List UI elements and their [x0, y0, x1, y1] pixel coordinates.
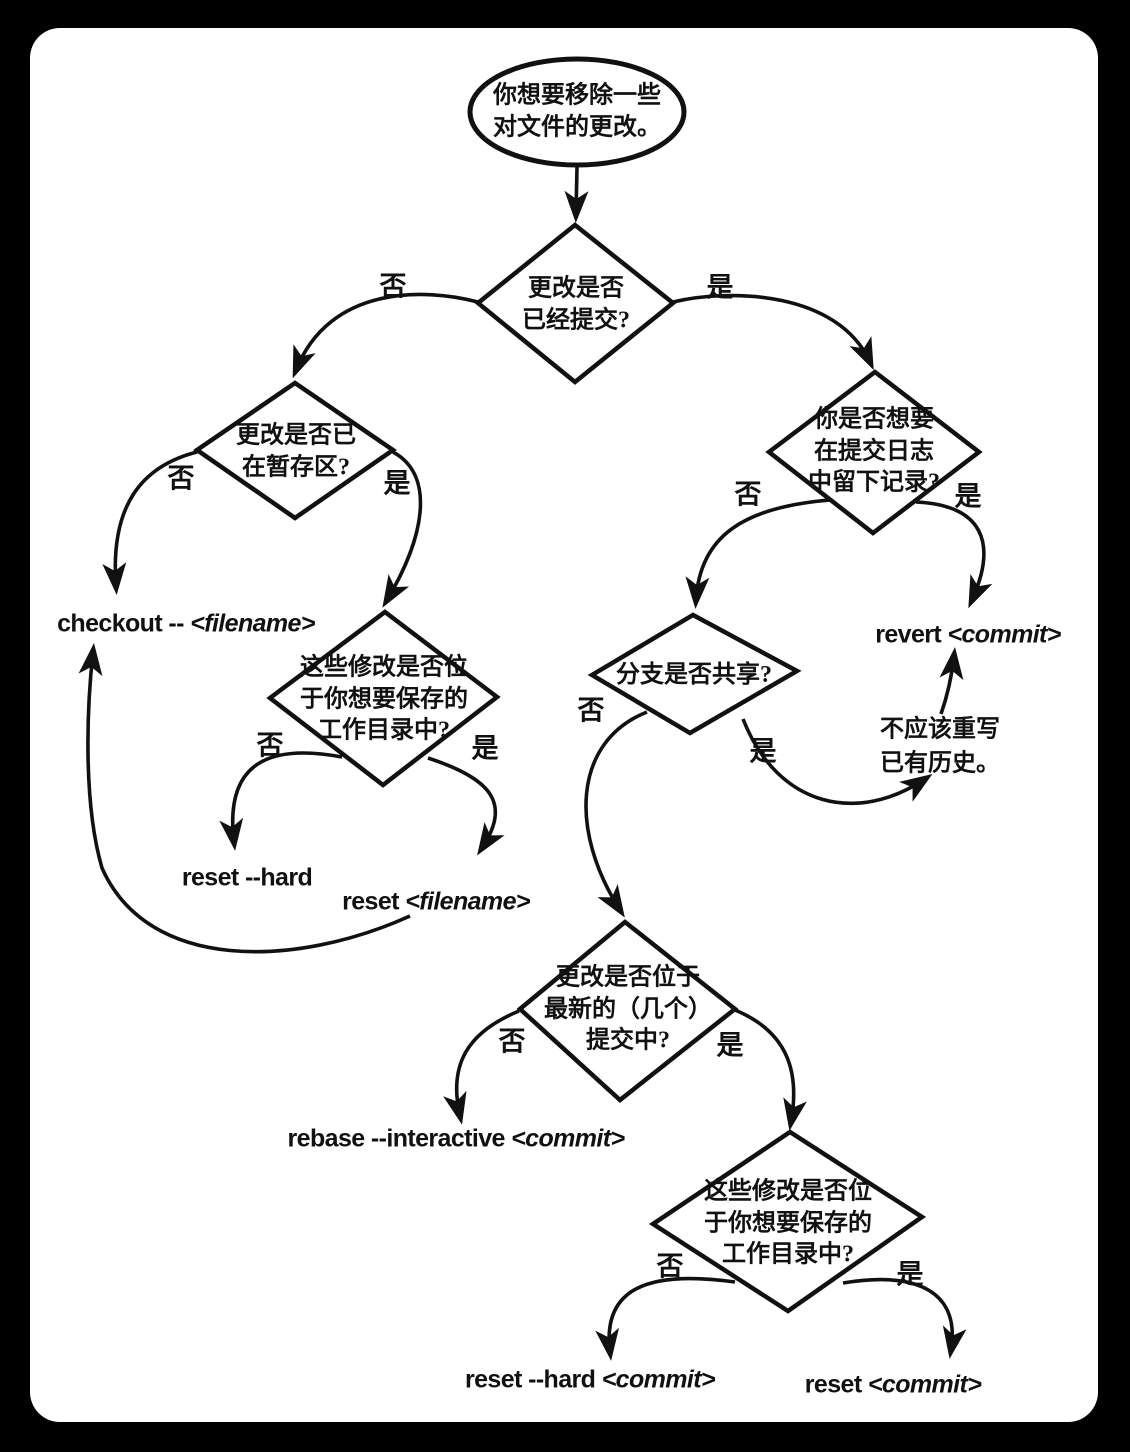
edge-recent-commit-yes [734, 1008, 807, 1131]
edge-label-no: 否 [734, 479, 762, 510]
command-revert-commit: revert <commit> [875, 621, 1061, 650]
decision-line: 工作目录中? [318, 717, 450, 744]
command-reset-hard-commit: reset --hard <commit> [465, 1365, 716, 1395]
edge-label-no: 否 [379, 271, 407, 302]
note-rewrite-history: 不应该重写 已有历史。 [880, 713, 1000, 780]
decision-line: 已经提交? [522, 307, 630, 333]
command-arg: <commit> [511, 1124, 625, 1153]
decision-line: 更改是否 [528, 275, 624, 302]
edge-branch-shared-no [584, 710, 648, 918]
decision-line: 这些修改是否位 [300, 654, 468, 681]
diamond-recent-commit [516, 919, 739, 1103]
diamond-keep-workdir2 [648, 1129, 927, 1314]
edge-log-record-no [685, 498, 831, 609]
edge-label-no: 否 [167, 463, 195, 494]
diamond-committed [474, 222, 677, 385]
decision-line: 中留下记录? [808, 469, 940, 496]
edge-branch-shared-yes [741, 718, 933, 806]
edge-label-no: 否 [656, 1251, 684, 1282]
decision-line: 分支是否共享? [616, 662, 772, 689]
edge-keep-workdir-yes [427, 756, 505, 856]
note-line: 已有历史。 [880, 750, 1000, 776]
decision-line: 在提交日志 [814, 438, 934, 465]
decision-recent-commit-label: 更改是否位于 最新的（几个） 提交中? [544, 962, 712, 1057]
command-text: reset [804, 1370, 868, 1399]
command-arg: <filename> [190, 609, 315, 638]
edge-label-yes: 是 [716, 1030, 744, 1061]
command-text: reset [342, 887, 406, 916]
command-text: rebase --interactive [287, 1124, 512, 1153]
command-arg: <commit> [947, 620, 1061, 649]
edge-label-yes: 是 [749, 736, 777, 767]
edge-label-yes: 是 [706, 272, 734, 303]
edge-committed-no [292, 292, 479, 379]
command-text: reset --hard [181, 863, 313, 892]
command-arg: <commit> [601, 1365, 716, 1394]
edge-label-yes: 是 [896, 1259, 924, 1290]
edge-label-yes: 是 [383, 468, 411, 499]
decision-keep-workdir-label: 这些修改是否位 于你想要保存的 工作目录中? [300, 652, 468, 747]
decision-line: 提交中? [586, 1027, 670, 1054]
edge-staged-no [102, 450, 198, 595]
decision-line: 最新的（几个） [544, 996, 712, 1023]
decision-line: 你是否想要 [814, 406, 934, 433]
edge-keep-workdir2-no [595, 1276, 736, 1361]
start-line: 对文件的更改。 [493, 115, 661, 141]
command-text: checkout -- [57, 609, 191, 638]
start-ellipse [467, 56, 687, 168]
edge-label-no: 否 [256, 730, 284, 761]
command-reset-commit: reset <commit> [804, 1370, 982, 1400]
decision-keep-workdir2-label: 这些修改是否位 于你想要保存的 工作目录中? [704, 1176, 872, 1271]
diamond-keep-workdir [266, 609, 501, 788]
command-text: reset --hard [465, 1365, 602, 1394]
edge-recent-commit-no [443, 1009, 520, 1125]
diamond-staged [193, 380, 397, 521]
edge-committed-yes [672, 293, 874, 371]
start-node-label: 你想要移除一些 对文件的更改。 [493, 80, 661, 145]
command-text: revert [875, 620, 948, 649]
diamond-branch-shared [587, 612, 802, 736]
decision-line: 于你想要保存的 [300, 686, 468, 713]
decision-line: 在暂存区? [242, 454, 350, 480]
command-reset-filename: reset <filename> [342, 888, 530, 917]
decision-line: 更改是否已 [236, 422, 356, 449]
decision-branch-shared-label: 分支是否共享? [616, 660, 772, 692]
diamond-log-record [765, 369, 983, 536]
decision-log-record-label: 你是否想要 在提交日志 中留下记录? [808, 404, 940, 499]
decision-staged-label: 更改是否已 在暂存区? [236, 420, 356, 483]
edge-staged-yes [382, 450, 423, 608]
edge-label-no: 否 [577, 695, 605, 726]
edge-start-to-committed [564, 166, 589, 223]
command-arg: <commit> [867, 1370, 982, 1399]
decision-line: 更改是否位于 [556, 964, 700, 991]
command-reset-hard: reset --hard [181, 863, 313, 893]
edge-log-record-yes [915, 500, 993, 609]
command-arg: <filename> [405, 887, 530, 916]
edge-label-yes: 是 [471, 733, 499, 764]
edge-keep-workdir2-yes [842, 1277, 967, 1359]
command-checkout-filename: checkout -- <filename> [57, 610, 315, 639]
decision-line: 于你想要保存的 [704, 1210, 872, 1237]
edge-label-no: 否 [498, 1026, 526, 1057]
decision-line: 这些修改是否位 [704, 1178, 872, 1205]
edge-keep-workdir-no [219, 751, 343, 851]
decision-line: 工作目录中? [722, 1241, 854, 1268]
start-line: 你想要移除一些 [493, 82, 661, 109]
command-rebase-interactive: rebase --interactive <commit> [287, 1124, 626, 1154]
note-line: 不应该重写 [880, 716, 1000, 743]
edge-label-yes: 是 [954, 481, 982, 512]
edge-note-to-revert [939, 647, 964, 715]
edge-reset-to-checkout [78, 643, 411, 954]
decision-committed-label: 更改是否 已经提交? [522, 273, 630, 336]
